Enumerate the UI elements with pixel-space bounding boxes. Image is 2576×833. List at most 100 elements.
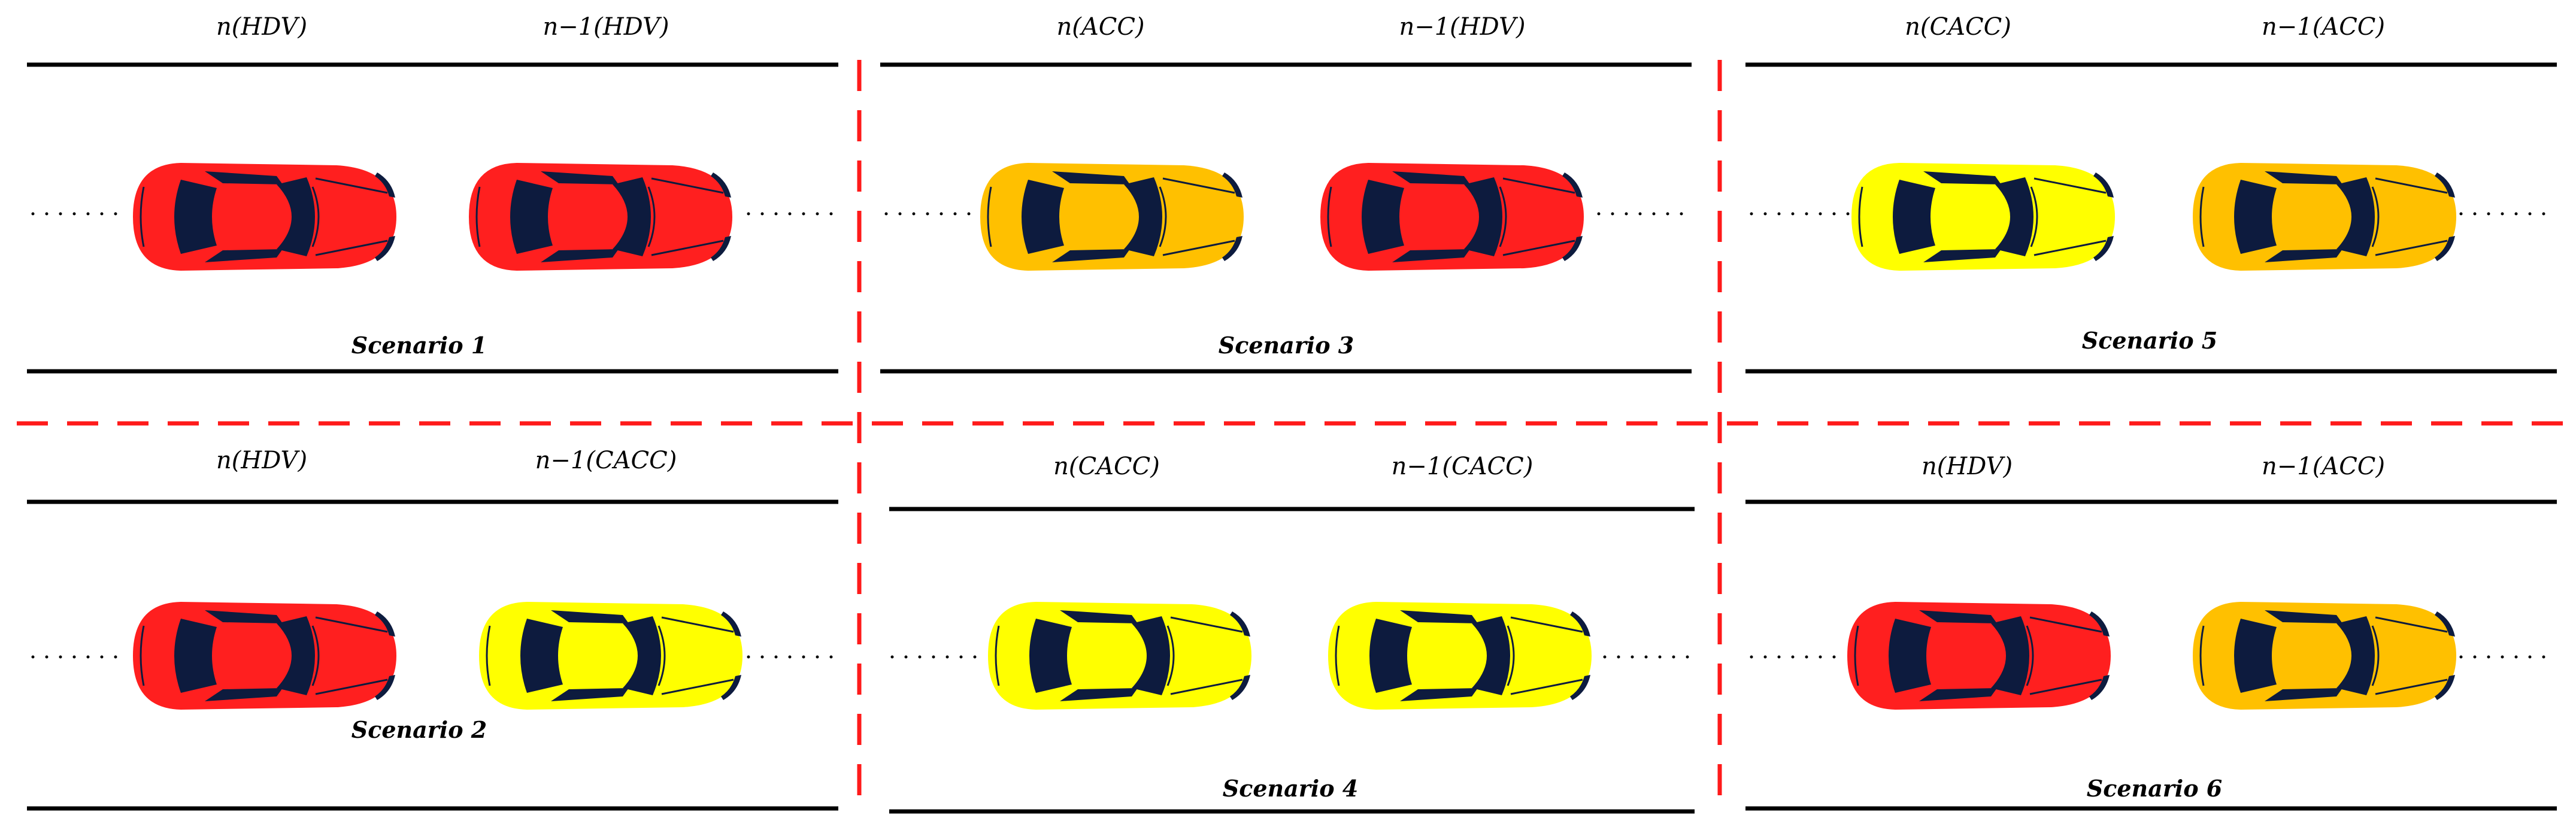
side-window-bottom — [205, 249, 283, 262]
vehicle-n-minus-1-car — [2193, 602, 2456, 710]
headlight-bottom — [1230, 675, 1250, 700]
rear-window — [1893, 180, 1935, 254]
headlight-top — [2435, 172, 2455, 198]
vehicle-n-minus-1-label: n−1(HDV) — [1399, 13, 1525, 41]
windshield — [1995, 177, 2033, 256]
hood-lines — [1159, 177, 1235, 256]
headlight-bottom — [375, 675, 395, 700]
side-window-bottom — [1919, 688, 1997, 701]
hood-lines — [1507, 616, 1583, 695]
headlight-bottom — [2435, 236, 2455, 261]
headlight-bottom — [721, 675, 741, 700]
scenario-panel: n(HDV)n−1(ACC)Scenario 6 — [1745, 453, 2559, 811]
scenario-panel: n(HDV)n−1(CACC)Scenario 2 — [27, 447, 846, 811]
side-window-top — [1392, 171, 1470, 184]
windshield — [2336, 616, 2375, 695]
headlight-top — [375, 172, 395, 198]
side-window-top — [205, 610, 283, 623]
vehicle-n-minus-1-car — [479, 602, 743, 710]
side-window-bottom — [551, 688, 629, 701]
scenario-panel: n(ACC)n−1(HDV)Scenario 3 — [880, 13, 1696, 374]
hood-lines — [1166, 616, 1243, 695]
vehicle-n-label: n(HDV) — [1922, 453, 2013, 480]
side-window-top — [1400, 610, 1478, 623]
headlight-top — [1230, 611, 1250, 637]
vehicle-n-label: n(ACC) — [1056, 13, 1144, 41]
scenario-title: Scenario 1 — [351, 332, 487, 359]
rear-window — [1889, 619, 1931, 693]
rear-bumper-line — [140, 186, 145, 247]
hood-lines — [311, 177, 388, 256]
vehicle-n-minus-1-label: n−1(ACC) — [2262, 13, 2385, 41]
side-window-top — [1923, 171, 2001, 184]
side-window-top — [1052, 171, 1130, 184]
headlight-top — [711, 172, 731, 198]
side-window-bottom — [205, 688, 283, 701]
windshield — [1132, 616, 1170, 695]
headlight-top — [1222, 172, 1242, 198]
side-window-bottom — [1923, 249, 2001, 262]
scenario-title: Scenario 6 — [2087, 775, 2222, 802]
hood-lines — [647, 177, 724, 256]
rear-window — [2234, 180, 2277, 254]
vehicle-n-minus-1-label: n−1(CACC) — [1392, 453, 1534, 480]
headlight-bottom — [2089, 675, 2110, 700]
vehicle-n-car — [988, 602, 1251, 710]
windshield — [1124, 177, 1162, 256]
headlight-bottom — [375, 236, 395, 261]
rear-bumper-line — [486, 625, 491, 686]
windshield — [277, 616, 315, 695]
vehicle-n-minus-1-car — [1328, 602, 1592, 710]
hood-lines — [2030, 177, 2107, 256]
vehicle-n-label: n(CACC) — [1905, 13, 2011, 41]
hood-lines — [2026, 616, 2102, 695]
vehicle-n-car — [133, 602, 396, 710]
side-window-bottom — [1052, 249, 1130, 262]
side-window-top — [205, 171, 283, 184]
side-window-bottom — [1060, 688, 1138, 701]
vehicle-n-car — [980, 163, 1244, 271]
hood-lines — [2371, 177, 2448, 256]
headlight-top — [2089, 611, 2110, 637]
headlight-top — [1570, 611, 1590, 637]
hood-lines — [657, 616, 734, 695]
headlight-top — [1562, 172, 1583, 198]
side-window-top — [1919, 610, 1997, 623]
scenario-title: Scenario 2 — [351, 716, 487, 743]
hood-lines — [311, 616, 388, 695]
rear-window — [1362, 180, 1404, 254]
headlight-bottom — [1222, 236, 1242, 261]
scenario-panel: n(HDV)n−1(HDV)Scenario 1 — [27, 13, 846, 374]
headlight-top — [375, 611, 395, 637]
windshield — [1991, 616, 2029, 695]
windshield — [623, 616, 661, 695]
rear-bumper-line — [995, 625, 1000, 686]
scenario-panel: n(CACC)n−1(CACC)Scenario 4 — [889, 453, 1702, 814]
side-window-bottom — [1392, 249, 1470, 262]
vehicle-n-label: n(HDV) — [216, 13, 307, 41]
side-window-top — [541, 171, 619, 184]
rear-bumper-line — [987, 186, 992, 247]
rear-bumper-line — [2199, 186, 2205, 247]
vehicle-n-minus-1-car — [2193, 163, 2456, 271]
hood-lines — [2371, 616, 2448, 695]
windshield — [613, 177, 651, 256]
headlight-top — [2093, 172, 2114, 198]
rear-bumper-line — [1858, 186, 1863, 247]
rear-window — [510, 180, 553, 254]
rear-window — [1369, 619, 1412, 693]
side-window-top — [1060, 610, 1138, 623]
rear-bumper-line — [1335, 625, 1340, 686]
headlight-bottom — [2093, 236, 2114, 261]
hood-lines — [1499, 177, 1575, 256]
rear-window — [2234, 619, 2277, 693]
side-window-bottom — [541, 249, 619, 262]
rear-bumper-line — [475, 186, 481, 247]
headlight-top — [721, 611, 741, 637]
rear-window — [174, 180, 217, 254]
vehicle-n-label: n(HDV) — [216, 447, 307, 474]
vehicle-n-car — [1851, 163, 2115, 271]
vehicle-n-car — [1847, 602, 2111, 710]
rear-bumper-line — [2199, 625, 2205, 686]
